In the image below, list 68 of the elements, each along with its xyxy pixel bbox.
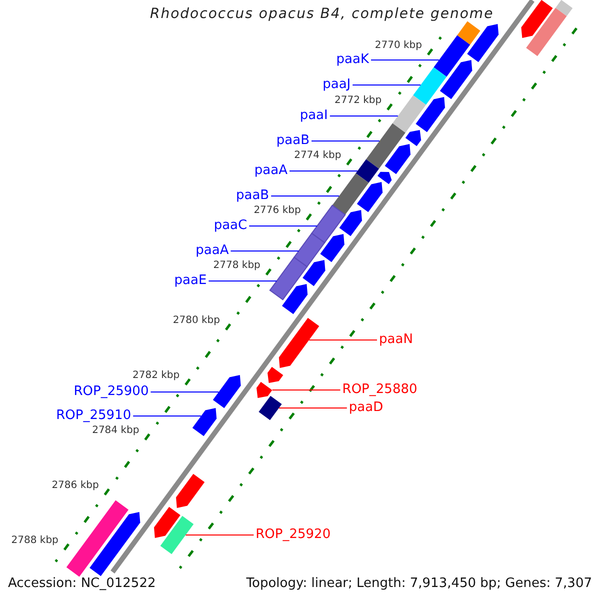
gene-block bbox=[378, 172, 392, 184]
gene-block bbox=[256, 382, 272, 398]
leader-line bbox=[289, 170, 358, 172]
gene-segment bbox=[293, 232, 326, 268]
scale-label: 2782 kbp bbox=[132, 370, 180, 382]
accession-text: Accession: NC_012522 bbox=[8, 576, 156, 592]
gene-block bbox=[278, 318, 320, 368]
gene-label: paaD bbox=[348, 400, 384, 416]
gene-block bbox=[405, 130, 422, 146]
gene-label: paaB bbox=[236, 188, 270, 204]
gene-segment bbox=[160, 516, 194, 554]
gene-label: paaC bbox=[214, 218, 248, 234]
gene-block bbox=[192, 408, 217, 436]
scale-label: 2776 kbp bbox=[254, 205, 301, 217]
gene-segment bbox=[434, 35, 470, 77]
gene-label: ROP_25910 bbox=[56, 408, 132, 424]
gene-block bbox=[356, 182, 383, 212]
scale-label: 2772 kbp bbox=[334, 95, 382, 107]
gene-label: paaA bbox=[196, 243, 229, 259]
gene-block bbox=[440, 60, 472, 100]
gene-label: paaB bbox=[276, 133, 310, 149]
gene-segment bbox=[392, 95, 426, 133]
gene-label: paaI bbox=[300, 108, 328, 124]
gene-segment bbox=[66, 500, 128, 577]
gene-segment bbox=[269, 256, 308, 300]
gene-label: paaJ bbox=[322, 77, 351, 93]
gene-block bbox=[212, 375, 241, 408]
leader-line bbox=[185, 534, 254, 536]
gene-segment bbox=[556, 0, 573, 16]
genome-info-text: Topology: linear; Length: 7,913,450 bp; Genes: 7,307 bbox=[246, 576, 592, 592]
gene-block bbox=[320, 234, 344, 262]
gene-block bbox=[339, 210, 362, 236]
gene-block bbox=[521, 0, 553, 38]
gene-label: paaA bbox=[254, 163, 288, 179]
scale-label: 2770 kbp bbox=[374, 40, 422, 52]
gene-segment bbox=[413, 67, 447, 105]
scale-label: 2778 kbp bbox=[213, 260, 260, 272]
scale-label: 2788 kbp bbox=[11, 535, 58, 547]
gene-block bbox=[302, 260, 326, 286]
gene-label: ROP_25920 bbox=[256, 527, 331, 543]
gene-segment bbox=[311, 204, 346, 244]
leader-line bbox=[352, 84, 422, 86]
leader-line bbox=[230, 250, 300, 252]
gene-block bbox=[176, 474, 205, 508]
gene-segment bbox=[526, 8, 567, 56]
scale-label: 2780 kbp bbox=[172, 315, 220, 327]
gene-block bbox=[282, 284, 308, 314]
gene-segment bbox=[366, 123, 406, 169]
scale-label: 2784 kbp bbox=[92, 425, 140, 437]
scale-label: 2786 kbp bbox=[52, 480, 99, 492]
gene-block bbox=[384, 144, 410, 174]
gene-block bbox=[154, 506, 180, 538]
gene-label: ROP_25880 bbox=[342, 382, 418, 398]
gene-block bbox=[467, 24, 499, 62]
gene-block bbox=[416, 97, 445, 132]
gene-label: paaE bbox=[174, 273, 207, 289]
gene-block bbox=[268, 366, 284, 383]
gene-segment bbox=[332, 173, 369, 215]
gene-segment bbox=[457, 21, 480, 45]
gene-label: ROP_25900 bbox=[74, 384, 149, 400]
map-title: Rhodococcus opacus B4, complete genome bbox=[150, 6, 494, 23]
gene-segment bbox=[356, 159, 379, 183]
leader-line bbox=[208, 280, 278, 282]
gene-block bbox=[90, 512, 140, 576]
leader-line bbox=[311, 140, 380, 142]
gene-label: paaK bbox=[336, 52, 369, 68]
gene-label: paaN bbox=[379, 332, 413, 348]
scale-label: 2774 kbp bbox=[294, 150, 342, 162]
